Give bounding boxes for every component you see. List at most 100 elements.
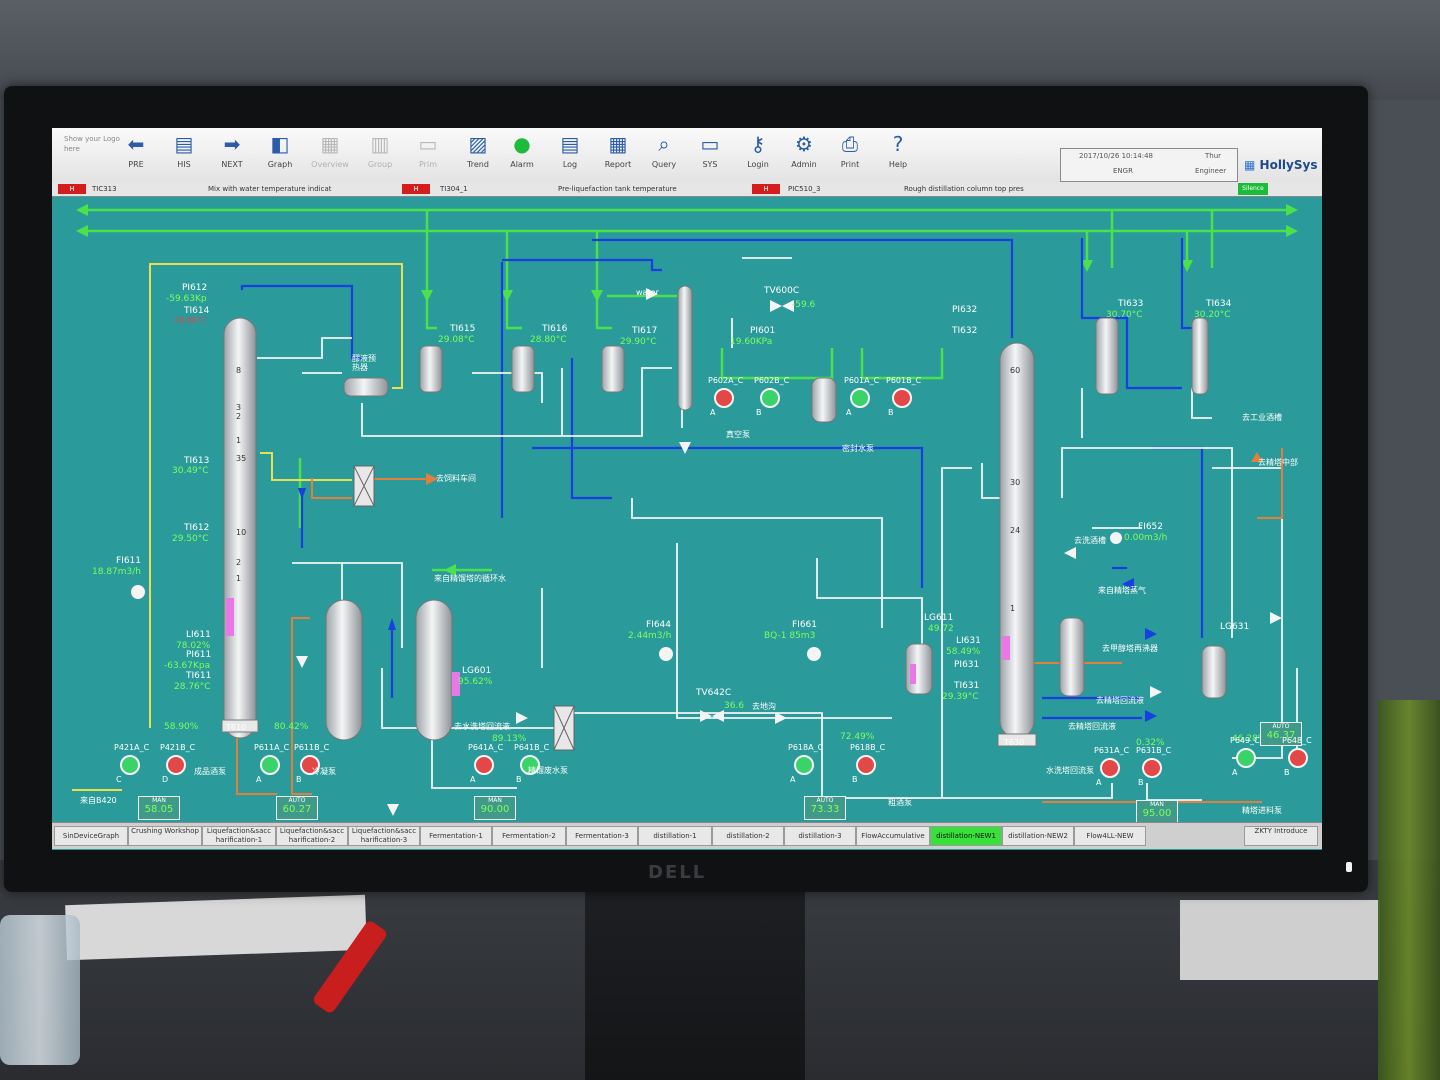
pump-p421a_c[interactable]: [120, 755, 140, 775]
toolbar-button-label: Log: [562, 160, 578, 169]
pump-p611b_c[interactable]: [300, 755, 320, 775]
tag-fi644[interactable]: FI644: [646, 620, 672, 630]
tab-liquefaction-sacc-harification-3[interactable]: Liquefaction&sacc harification-3: [348, 826, 420, 846]
tag-ti633[interactable]: TI633: [1118, 299, 1144, 309]
toolbar-button-trend[interactable]: ▨Trend: [456, 132, 500, 178]
pump-p421b_c[interactable]: [166, 755, 186, 775]
pump-p631a_c[interactable]: [1100, 758, 1120, 778]
pump-side-label: D: [162, 775, 169, 784]
value-ti616: 28.80°C: [530, 335, 567, 345]
tab-crushing-workshop[interactable]: Crushing Workshop: [128, 826, 202, 846]
toolbar-button-next[interactable]: ➡NEXT: [210, 132, 254, 178]
silence-button[interactable]: Silence: [1238, 183, 1268, 195]
pump-side-label: A: [1232, 768, 1238, 777]
tag-pi631[interactable]: PI631: [954, 660, 980, 670]
tag-pi601[interactable]: PI601: [750, 326, 776, 336]
toolbar-button-his[interactable]: ▤HIS: [162, 132, 206, 178]
toolbar-button-prim[interactable]: ▭Prim: [406, 132, 450, 178]
toolbar-button-pre[interactable]: ⬅PRE: [114, 132, 158, 178]
tab-flow4ll-new[interactable]: Flow4LL-NEW: [1074, 826, 1146, 846]
tag-fi652[interactable]: FI652: [1138, 522, 1164, 532]
tab-fermentation-2[interactable]: Fermentation-2: [492, 826, 566, 846]
value-fi661: BQ-1 85m3: [764, 631, 816, 641]
toolbar-button-group[interactable]: ▥Group: [358, 132, 402, 178]
pump-p648_c[interactable]: [1288, 748, 1308, 768]
pump-p611a_c[interactable]: [260, 755, 280, 775]
pump-p649_c[interactable]: [1236, 748, 1256, 768]
toolbar-button-label: HIS: [177, 160, 191, 169]
toolbar-button-admin[interactable]: ⚙Admin: [782, 132, 826, 178]
toolbar-button-label: Alarm: [510, 160, 534, 169]
tab-distillation-2[interactable]: distillation-2: [712, 826, 784, 846]
toolbar-button-log[interactable]: ▤Log: [548, 132, 592, 178]
tag-pi612[interactable]: PI612: [182, 283, 208, 293]
tag-ti614[interactable]: TI614: [184, 306, 210, 316]
label-to-industrial-tank: 去工业酒槽: [1242, 413, 1282, 422]
toolbar-button-report[interactable]: ▦Report: [596, 132, 640, 178]
tab-distillation-1[interactable]: distillation-1: [638, 826, 712, 846]
pump-symbols[interactable]: [120, 388, 1308, 778]
tag-li611[interactable]: LI611: [186, 630, 211, 640]
toolbar-button-overview[interactable]: ▦Overview: [308, 132, 352, 178]
tag-tv642c[interactable]: TV642C: [696, 688, 732, 698]
tag-ti611[interactable]: TI611: [186, 671, 212, 681]
search-icon: ⌕: [658, 132, 670, 156]
toolbar-button-help[interactable]: ?Help: [876, 132, 920, 178]
toolbar-button-login[interactable]: ⚷Login: [736, 132, 780, 178]
tab-sindevicegraph[interactable]: SinDeviceGraph: [54, 826, 128, 846]
pump-p601b_c[interactable]: [892, 388, 912, 408]
pump-p601a_c[interactable]: [850, 388, 870, 408]
tag-tv600c[interactable]: TV600C: [764, 286, 800, 296]
tag-ti613[interactable]: TI613: [184, 456, 210, 466]
tag-pi611[interactable]: PI611: [186, 650, 212, 660]
monitor-stand: [585, 892, 805, 1080]
tag-ti634[interactable]: TI634: [1206, 299, 1232, 309]
toolbar-button-sys[interactable]: ▭SYS: [688, 132, 732, 178]
pump-side-label: B: [756, 408, 762, 417]
tab-flowaccumulative[interactable]: FlowAccumulative: [856, 826, 930, 846]
tag-ti631[interactable]: TI631: [954, 681, 980, 691]
tag-li631[interactable]: LI631: [956, 636, 981, 646]
tab-fermentation-1[interactable]: Fermentation-1: [420, 826, 492, 846]
toolbar-button-query[interactable]: ⌕Query: [642, 132, 686, 178]
pump-p631b_c[interactable]: [1142, 758, 1162, 778]
tab-fermentation-3[interactable]: Fermentation-3: [566, 826, 638, 846]
tab-distillation-3[interactable]: distillation-3: [784, 826, 856, 846]
pump-p641b_c[interactable]: [520, 755, 540, 775]
tag-ti617[interactable]: TI617: [632, 326, 658, 336]
pump-p618b_c[interactable]: [856, 755, 876, 775]
tab-liquefaction-sacc-harification-2[interactable]: Liquefaction&sacc harification-2: [276, 826, 348, 846]
toolbar-button-graph[interactable]: ◧Graph: [258, 132, 302, 178]
tag-lg601[interactable]: LG601: [462, 666, 492, 676]
pump-p602a_c[interactable]: [714, 388, 734, 408]
label-from-rectify-cooling: 来自精馏塔的循环水: [434, 574, 506, 583]
alarm-desc-1: Mix with water temperature indicat: [208, 185, 332, 193]
tag-pi632[interactable]: PI632: [952, 305, 978, 315]
tab-liquefaction-sacc-harification-1[interactable]: Liquefaction&sacc harification-1: [202, 826, 276, 846]
tab-zkty-introduce[interactable]: ZKTY Introduce: [1244, 826, 1318, 846]
tag-ti612-lower[interactable]: TI612: [184, 523, 210, 533]
tag-ti615[interactable]: TI615: [450, 324, 476, 334]
label-from-b420: 来自B420: [80, 796, 117, 805]
pump-p602b_c[interactable]: [760, 388, 780, 408]
toolbar-button-print[interactable]: ⎙Print: [828, 132, 872, 178]
pump-p618a_c[interactable]: [794, 755, 814, 775]
tag-fi611[interactable]: FI611: [116, 556, 142, 566]
tag-lg611[interactable]: LG611: [924, 613, 954, 623]
tag-ti632[interactable]: TI632: [952, 326, 978, 336]
alarm-bar[interactable]: H TIC313 Mix with water temperature indi…: [52, 182, 1322, 197]
label-preheater: 醪液预热器: [352, 354, 376, 372]
toolbar-button-alarm[interactable]: ●Alarm: [500, 132, 544, 178]
pump-p641a_c[interactable]: [474, 755, 494, 775]
tab-distillation-new2[interactable]: distillation-NEW2: [1002, 826, 1074, 846]
tag-lg631[interactable]: LG631: [1220, 622, 1250, 632]
tag-ti616[interactable]: TI616: [542, 324, 568, 334]
tag-fi661[interactable]: FI661: [792, 620, 818, 630]
tab-distillation-new1[interactable]: distillation-NEW1: [930, 826, 1002, 846]
